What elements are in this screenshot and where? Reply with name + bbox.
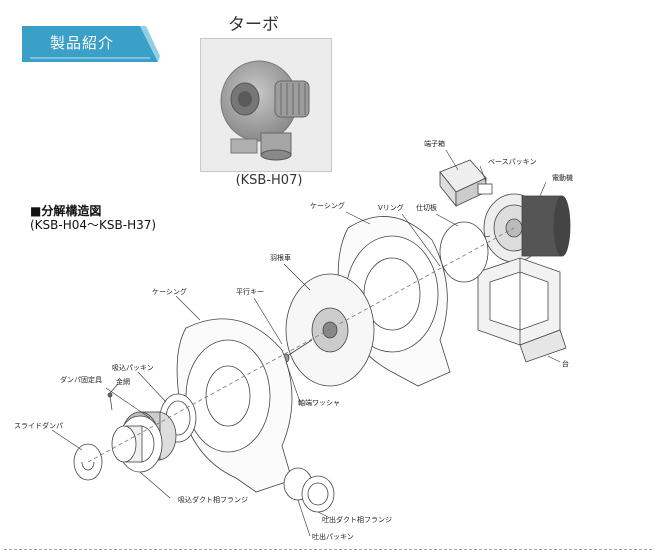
damper-fixing-shape bbox=[109, 395, 113, 411]
terminal-box-shape bbox=[439, 159, 487, 208]
impeller-shape bbox=[285, 273, 375, 387]
label-terminal-box: 端子箱 bbox=[424, 139, 445, 148]
label-v-ring: Vリング bbox=[378, 203, 404, 212]
label-wire-net: 金網 bbox=[116, 377, 130, 386]
product-photo bbox=[200, 38, 332, 172]
partition-plate-shape bbox=[439, 221, 489, 283]
label-motor: 電動機 bbox=[552, 173, 573, 182]
bottom-divider bbox=[4, 549, 652, 550]
label-suction-packing: 吸込パッキン bbox=[112, 363, 154, 372]
base-packing-shape bbox=[477, 183, 493, 195]
section-badge: 製品紹介 bbox=[0, 22, 160, 66]
label-parallel-key: 平行キー bbox=[236, 287, 264, 296]
label-front-casing: ケーシング bbox=[152, 287, 187, 296]
section-subtitle: (KSB-H04～KSB-H37) bbox=[30, 218, 157, 232]
label-base-packing: ベースパッキン bbox=[488, 158, 536, 166]
label-damper-fixing-tool: ダンパ固定具 bbox=[60, 375, 102, 384]
badge-label: 製品紹介 bbox=[50, 34, 115, 52]
label-stand: 台 bbox=[562, 359, 569, 368]
product-title: ターボ bbox=[228, 15, 279, 35]
discharge-flange-shape bbox=[283, 467, 335, 513]
label-partition-plate: 仕切板 bbox=[416, 203, 437, 212]
label-slide-damper: スライドダンパ bbox=[14, 421, 63, 430]
blower-photo-illustration bbox=[220, 60, 310, 161]
badge-shape bbox=[22, 26, 160, 62]
product-caption: (KSB-H07) bbox=[235, 173, 303, 188]
label-discharge-packing: 吐出パッキン bbox=[312, 532, 354, 541]
label-impeller: 羽根車 bbox=[270, 253, 291, 262]
label-shaft-washer: 軸端ワッシャ bbox=[298, 398, 340, 407]
suction-flange-shape bbox=[111, 415, 163, 473]
label-discharge-flange: 吐出ダクト相フランジ bbox=[322, 515, 392, 524]
section-title: ■分解構造図 bbox=[30, 204, 102, 218]
label-suction-flange: 吸込ダクト相フランジ bbox=[178, 495, 248, 504]
label-rear-casing: ケーシング bbox=[310, 201, 345, 210]
stand-shape bbox=[477, 257, 567, 363]
front-casing-shape bbox=[176, 318, 293, 493]
